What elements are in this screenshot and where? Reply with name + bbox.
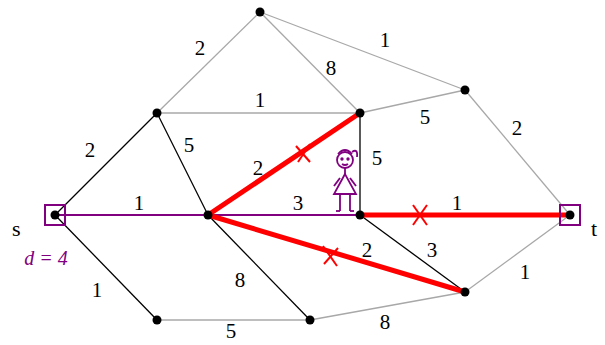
edge-weight: 2 [362,240,373,261]
edge-weight: 1 [452,193,463,214]
edge-weight: 1 [380,30,391,51]
edge-weight: 5 [184,135,195,156]
terminal-box: t [559,204,581,226]
vertex-name: s [12,218,21,240]
edge-weight: 8 [380,312,391,333]
edge-weight: 3 [427,240,438,261]
parameter-label: d = 4 [24,248,68,268]
edge-weight: 1 [92,280,103,301]
edge-weight: 5 [372,148,383,169]
edge-weight: 1 [520,262,531,283]
terminal-box: s [44,204,66,226]
edge-weight: 2 [512,118,523,139]
edge-weight: 5 [226,321,237,342]
edge-weight: 1 [255,90,266,111]
edge-weight: 2 [85,140,96,161]
edge-weight: 5 [420,107,431,128]
vertex-name: t [591,218,597,240]
edge-weight: 2 [253,158,264,179]
girl-figure [334,150,357,211]
edge-weight: 3 [293,193,304,214]
edge-weight: 8 [235,270,246,291]
edge-weight: 2 [195,38,206,59]
edge-weight: 1 [134,193,145,214]
edge-weight: 8 [326,58,337,79]
